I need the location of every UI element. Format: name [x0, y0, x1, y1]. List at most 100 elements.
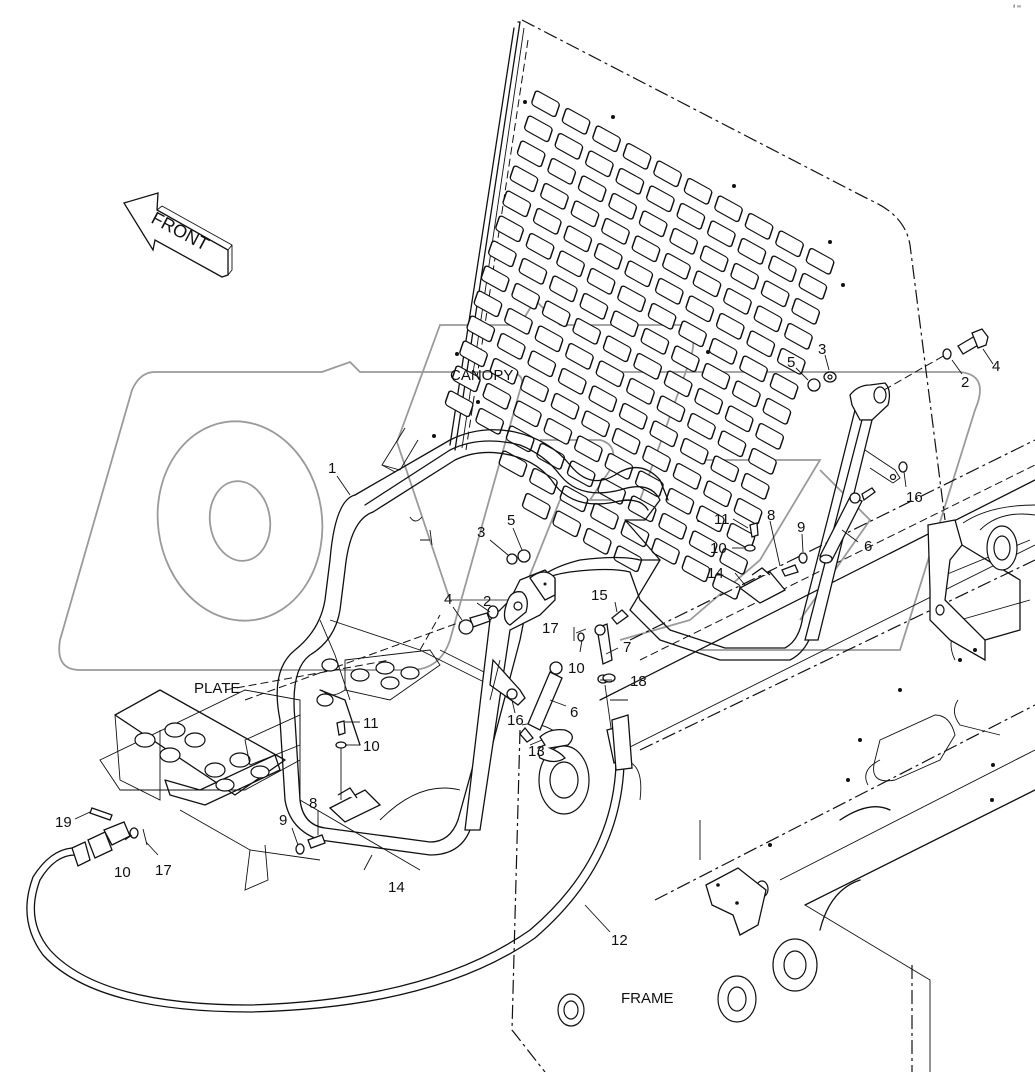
canopy-mesh-slot — [669, 228, 699, 255]
gas-spring-right — [819, 487, 876, 564]
front-direction-arrow: FRONT — [122, 192, 233, 278]
canopy-mesh-slot — [723, 288, 752, 315]
canopy-mesh-slot — [627, 495, 657, 523]
callout-5: 5 — [507, 512, 515, 529]
canopy-mesh-slot — [714, 195, 743, 223]
canopy-mesh-slot — [582, 528, 612, 555]
canopy-mesh-slot — [444, 390, 474, 418]
canopy-mesh-slot — [679, 438, 709, 465]
canopy-mesh-slot — [692, 270, 722, 298]
canopy-mesh-slot — [710, 455, 740, 483]
callout-10: 10 — [710, 540, 727, 557]
canopy-mesh-slot — [565, 343, 594, 370]
callout-19: 19 — [55, 814, 72, 831]
canopy-mesh-slot — [512, 400, 542, 428]
plate-label: PLATE — [194, 680, 240, 697]
canopy-mesh-slot — [640, 328, 670, 355]
canopy-mesh-slot — [586, 268, 616, 295]
canopy-mesh-slot — [495, 215, 524, 243]
canopy-mesh-slot — [579, 293, 609, 320]
control-cable — [26, 699, 633, 1013]
canopy-mesh-slot — [609, 310, 639, 338]
canopy-mesh-slot — [525, 233, 555, 260]
canopy-mesh-slot — [638, 210, 668, 238]
canopy-mesh-slot — [466, 315, 496, 343]
canopy-mesh-slot — [676, 203, 706, 230]
canopy-mesh-slot — [540, 183, 569, 210]
callout-8: 8 — [309, 795, 317, 812]
canopy-mesh-slot — [547, 158, 577, 185]
canopy-mesh-slot — [608, 193, 638, 220]
callout-4: 4 — [992, 358, 1000, 375]
callout-13: 13 — [528, 743, 545, 760]
canopy-mesh-grid — [444, 90, 835, 600]
canopy-mesh-slot — [653, 160, 682, 188]
grab-bar-tube — [276, 409, 871, 856]
canopy-mesh-slot — [548, 275, 578, 303]
canopy-mesh-slot — [593, 243, 623, 270]
callout-14: 14 — [707, 565, 724, 582]
canopy-mesh-slot — [577, 175, 607, 203]
canopy-mesh-slot — [527, 350, 557, 378]
canopy-mesh-slot — [798, 273, 828, 300]
canopy-mesh-slot — [695, 505, 725, 533]
callout-6: 6 — [570, 704, 578, 721]
callout-16: 16 — [906, 489, 923, 506]
callout-10: 10 — [114, 864, 131, 881]
canopy-panel — [381, 19, 946, 600]
canopy-mesh-slot — [805, 248, 835, 275]
canopy-mesh-slot — [685, 295, 715, 323]
canopy-mesh-slot — [487, 240, 517, 268]
nut-18 — [602, 673, 616, 683]
callout-18: 18 — [630, 673, 647, 690]
fasteners — [89, 328, 989, 855]
canopy-mesh-slot — [665, 488, 695, 515]
canopy-mesh-slot — [748, 448, 777, 475]
canopy-mesh-slot — [791, 298, 821, 325]
callout-7: 7 — [623, 639, 631, 656]
canopy-mesh-slot — [572, 318, 602, 345]
canopy-mesh-slot — [744, 213, 774, 240]
callout-10: 10 — [363, 738, 380, 755]
canopy-mesh-slot — [611, 428, 641, 455]
callout-2: 2 — [483, 593, 491, 610]
canopy-mesh-slot — [687, 413, 716, 440]
callout-11: 11 — [714, 511, 730, 528]
callout-16: 16 — [507, 712, 524, 729]
canopy-mesh-slot — [618, 403, 648, 430]
callout-17: 17 — [155, 862, 172, 879]
canopy-mesh-slot — [601, 218, 630, 245]
frame-structure — [511, 439, 1035, 1072]
corner-mark: ᵈ ⁿⁿ — [1013, 4, 1021, 11]
canopy-mesh-slot — [626, 378, 655, 405]
canopy-mesh-slot — [767, 255, 797, 283]
canopy-mesh-slot — [760, 280, 790, 308]
canopy-mesh-slot — [645, 185, 675, 213]
canopy-mesh-slot — [595, 360, 625, 388]
canopy-mesh-slot — [622, 143, 652, 170]
canopy-mesh-slot — [489, 358, 519, 385]
canopy-mesh-slot — [701, 363, 731, 390]
canopy-mesh-slot — [662, 253, 691, 280]
canopy-mesh-slot — [480, 265, 510, 293]
canopy-mesh-slot — [557, 368, 587, 395]
canopy-mesh-slot — [531, 90, 560, 118]
canopy-mesh-slot — [694, 388, 724, 415]
canopy-mesh-slot — [554, 133, 584, 160]
canopy-mesh-slot — [451, 365, 481, 393]
canopy-mesh-slot — [703, 480, 732, 508]
canopy-mesh-slot — [482, 383, 512, 410]
canopy-mesh-slot — [584, 150, 614, 178]
canopy-mesh-slot — [746, 330, 776, 358]
canopy-mesh-slot — [615, 168, 645, 195]
canopy-label: CANOPY — [450, 367, 513, 384]
canopy-mesh-slot — [459, 340, 488, 368]
canopy-mesh-slot — [740, 473, 770, 500]
canopy-mesh-slot — [642, 445, 671, 473]
canopy-mesh-slot — [715, 313, 745, 340]
callout-numbers: 1 2 2 3 3 4 4 5 5 6 6 7 8 8 9 9 10 10 10… — [55, 341, 1000, 949]
canopy-mesh-slot — [730, 263, 760, 290]
callout-15: 15 — [591, 587, 608, 604]
callout-3: 3 — [477, 524, 485, 541]
canopy-mesh-slot — [518, 258, 548, 285]
